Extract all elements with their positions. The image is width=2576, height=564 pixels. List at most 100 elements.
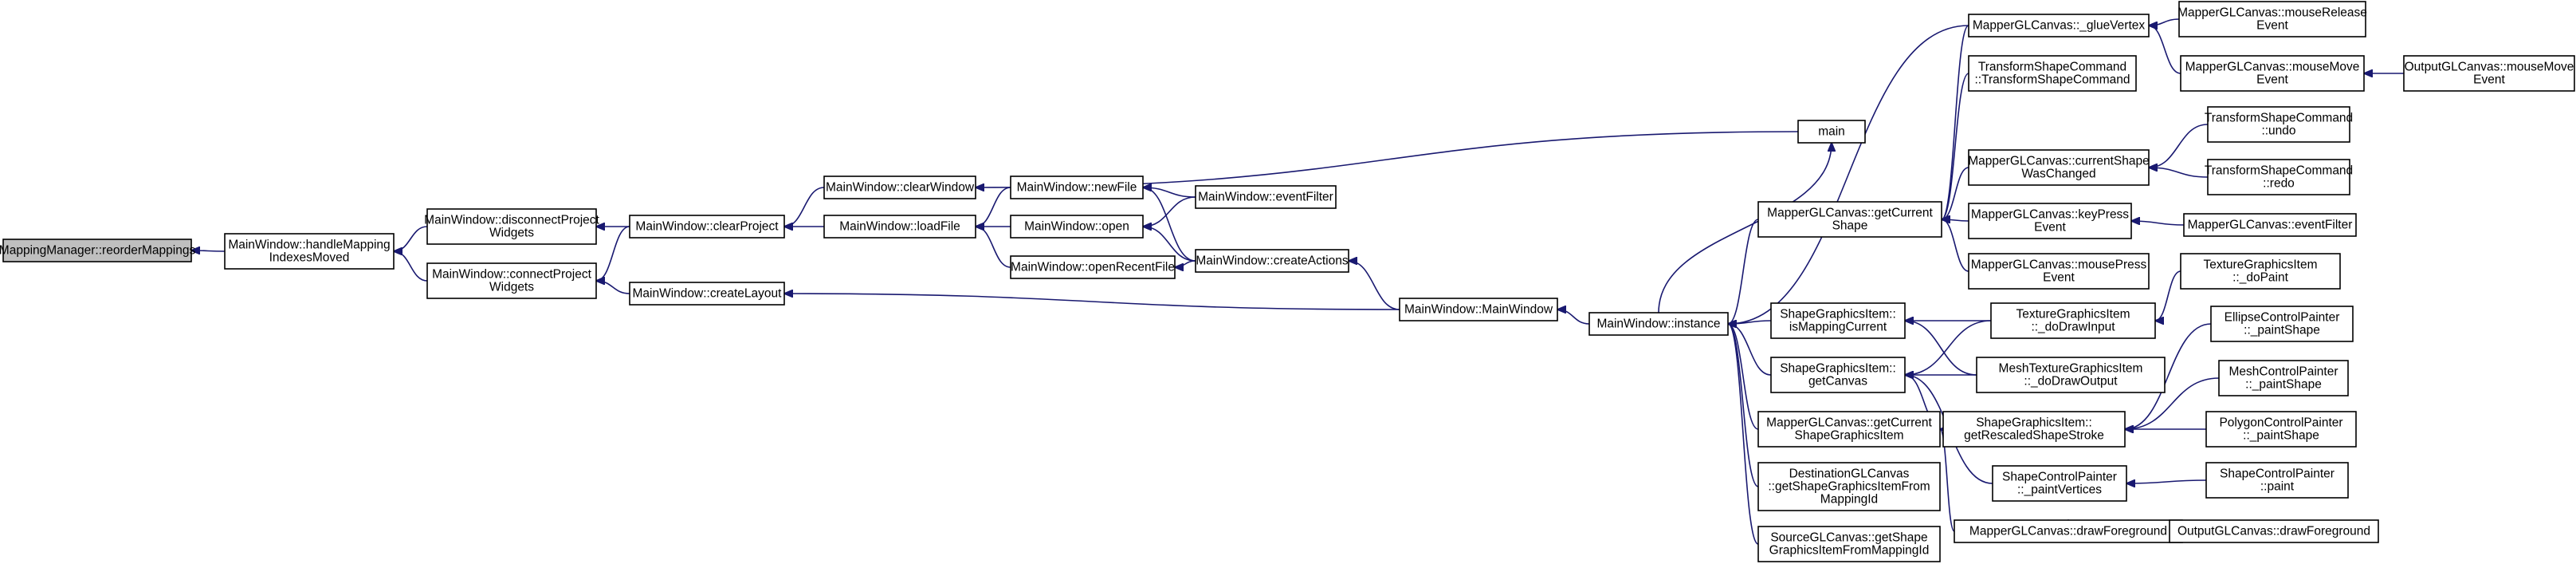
node-box xyxy=(1010,176,1144,199)
edge-n2-to-n1 xyxy=(394,226,428,251)
edge-n12-to-n9 xyxy=(1143,227,1196,262)
graph-node[interactable]: MainWindow::createLayout xyxy=(629,282,785,306)
graph-node[interactable]: ShapeGraphicsItem::isMappingCurrent xyxy=(1770,302,1906,339)
graph-node[interactable]: DestinationGLCanvas::getShapeGraphicsIte… xyxy=(1757,462,1941,511)
edge-n38-to-n29 xyxy=(2125,323,2212,429)
node-label-line: TransformShapeCommand xyxy=(2205,164,2353,178)
graph-node[interactable]: MapperGLCanvas::getCurrentShapeGraphicsI… xyxy=(1757,411,1941,448)
node-label-line: MapperGLCanvas::mouseRelease xyxy=(2177,6,2367,20)
graph-node[interactable]: main xyxy=(1797,120,1866,144)
node-box xyxy=(426,208,597,245)
edge-n8-to-n7 xyxy=(976,187,1011,227)
node-box xyxy=(2403,55,2575,92)
graph-node[interactable]: MeshControlPainter::_paintShape xyxy=(2218,360,2349,396)
graph-node[interactable]: MapperGLCanvas::_glueVertex xyxy=(1968,14,2150,37)
node-label-line: MainWindow::clearProject xyxy=(635,220,779,234)
graph-node[interactable]: MainWindow::open xyxy=(1010,215,1144,239)
node-label-line: Event xyxy=(2034,221,2066,235)
graph-node[interactable]: TransformShapeCommand::redo xyxy=(2205,159,2353,195)
edge-n6-to-n4 xyxy=(784,187,825,227)
graph-node[interactable]: MainWindow::clearProject xyxy=(629,215,785,239)
graph-node[interactable]: PolygonControlPainter::_paintShape xyxy=(2205,411,2357,448)
node-label-line: ::_paintShape xyxy=(2244,324,2320,337)
node-label-line: ShapeGraphicsItem xyxy=(1795,429,1904,443)
graph-node[interactable]: MainWindow::loadFile xyxy=(823,215,976,239)
edge-n16-to-n15 xyxy=(1728,219,1759,324)
node-label-line: MapperGLCanvas::mousePress xyxy=(1971,258,2147,272)
node-box xyxy=(2,239,192,262)
node-label-line: Event xyxy=(2256,19,2288,33)
node-label-line: MapperGLCanvas::getCurrent xyxy=(1767,207,1933,220)
node-box xyxy=(1992,465,2127,502)
node-box xyxy=(823,215,976,239)
edge-n3-to-n1 xyxy=(394,251,428,282)
node-label-line: ShapeControlPainter xyxy=(2002,471,2117,484)
node-label-line: MainWindow::newFile xyxy=(1017,181,1137,195)
root-node[interactable]: MappingManager::reorderMappings xyxy=(0,239,195,262)
node-box xyxy=(2207,106,2350,143)
graph-node[interactable]: MainWindow::openRecentFile xyxy=(1010,255,1176,279)
graph-node[interactable]: TextureGraphicsItem::_doDrawInput xyxy=(1990,302,2156,339)
node-box xyxy=(2180,253,2341,290)
node-box xyxy=(1757,526,1941,562)
edge-n36-to-n25 xyxy=(2131,221,2185,226)
graph-node[interactable]: MeshTextureGraphicsItem::_doDrawOutput xyxy=(1976,357,2166,393)
graph-node[interactable]: TextureGraphicsItem::_doPaint xyxy=(2180,253,2341,290)
node-label-line: main xyxy=(1818,125,1845,139)
graph-node[interactable]: MapperGLCanvas::eventFilter xyxy=(2183,213,2357,237)
edge-n11-to-n9 xyxy=(1143,196,1196,227)
node-label-line: ::paint xyxy=(2260,480,2295,494)
graph-node[interactable]: MainWindow::createActions xyxy=(1195,249,1349,273)
graph-node[interactable]: TransformShapeCommand::undo xyxy=(2205,106,2353,143)
graph-node[interactable]: TransformShapeCommand::TransformShapeCom… xyxy=(1968,55,2137,92)
node-box xyxy=(1797,120,1866,144)
node-label-line: Shape xyxy=(1832,219,1868,233)
graph-node[interactable]: MainWindow::clearWindow xyxy=(823,176,976,199)
node-label-line: EllipseControlPainter xyxy=(2225,311,2340,325)
graph-node[interactable]: MapperGLCanvas::drawForeground xyxy=(1954,519,2183,543)
edge-n12-to-n8 xyxy=(1143,187,1196,262)
node-label-line: MapperGLCanvas::drawForeground xyxy=(1969,525,2167,538)
graph-node[interactable]: OutputGLCanvas::drawForeground xyxy=(2169,519,2379,543)
edge-n10-to-n7 xyxy=(976,227,1011,268)
edge-n22-to-n16 xyxy=(1942,25,1969,219)
edge-n11-to-n8 xyxy=(1143,187,1196,198)
node-box xyxy=(1010,215,1144,239)
graph-node[interactable]: ShapeControlPainter::paint xyxy=(2205,462,2349,499)
graph-node[interactable]: MainWindow::newFile xyxy=(1010,176,1144,199)
graph-node[interactable]: ShapeGraphicsItem::getRescaledShapeStrok… xyxy=(1942,411,2126,448)
node-label-line: TransformShapeCommand xyxy=(2205,112,2353,125)
node-label-line: Event xyxy=(2473,73,2505,87)
node-label-line: PolygonControlPainter xyxy=(2219,416,2342,430)
node-box xyxy=(2205,411,2357,448)
node-label-line: MainWindow::handleMapping xyxy=(228,239,390,252)
graph-node[interactable]: MainWindow::instance xyxy=(1588,312,1729,336)
graph-node[interactable]: ShapeControlPainter::_paintVertices xyxy=(1992,465,2127,502)
node-label-line: MainWindow::MainWindow xyxy=(1404,303,1553,317)
node-label-line: ::_doDrawOutput xyxy=(2024,375,2118,388)
graph-node[interactable]: MainWindow::MainWindow xyxy=(1399,298,1558,321)
node-label-line: TextureGraphicsItem xyxy=(2016,308,2130,321)
edge-n27-to-n18 xyxy=(1905,320,1992,375)
edge-n28-to-n17 xyxy=(1905,321,1977,376)
graph-node[interactable]: MainWindow::eventFilter xyxy=(1195,185,1337,209)
edge-n37-to-n27 xyxy=(2155,270,2181,321)
node-box xyxy=(629,215,785,239)
node-box xyxy=(1968,253,2150,290)
graph-node[interactable]: EllipseControlPainter::_paintShape xyxy=(2210,306,2354,342)
node-box xyxy=(426,262,597,299)
graph-node[interactable]: SourceGLCanvas::getShapeGraphicsItemFrom… xyxy=(1757,526,1941,562)
node-box xyxy=(629,282,785,306)
graph-node[interactable]: ShapeGraphicsItem::getCanvas xyxy=(1770,357,1906,393)
